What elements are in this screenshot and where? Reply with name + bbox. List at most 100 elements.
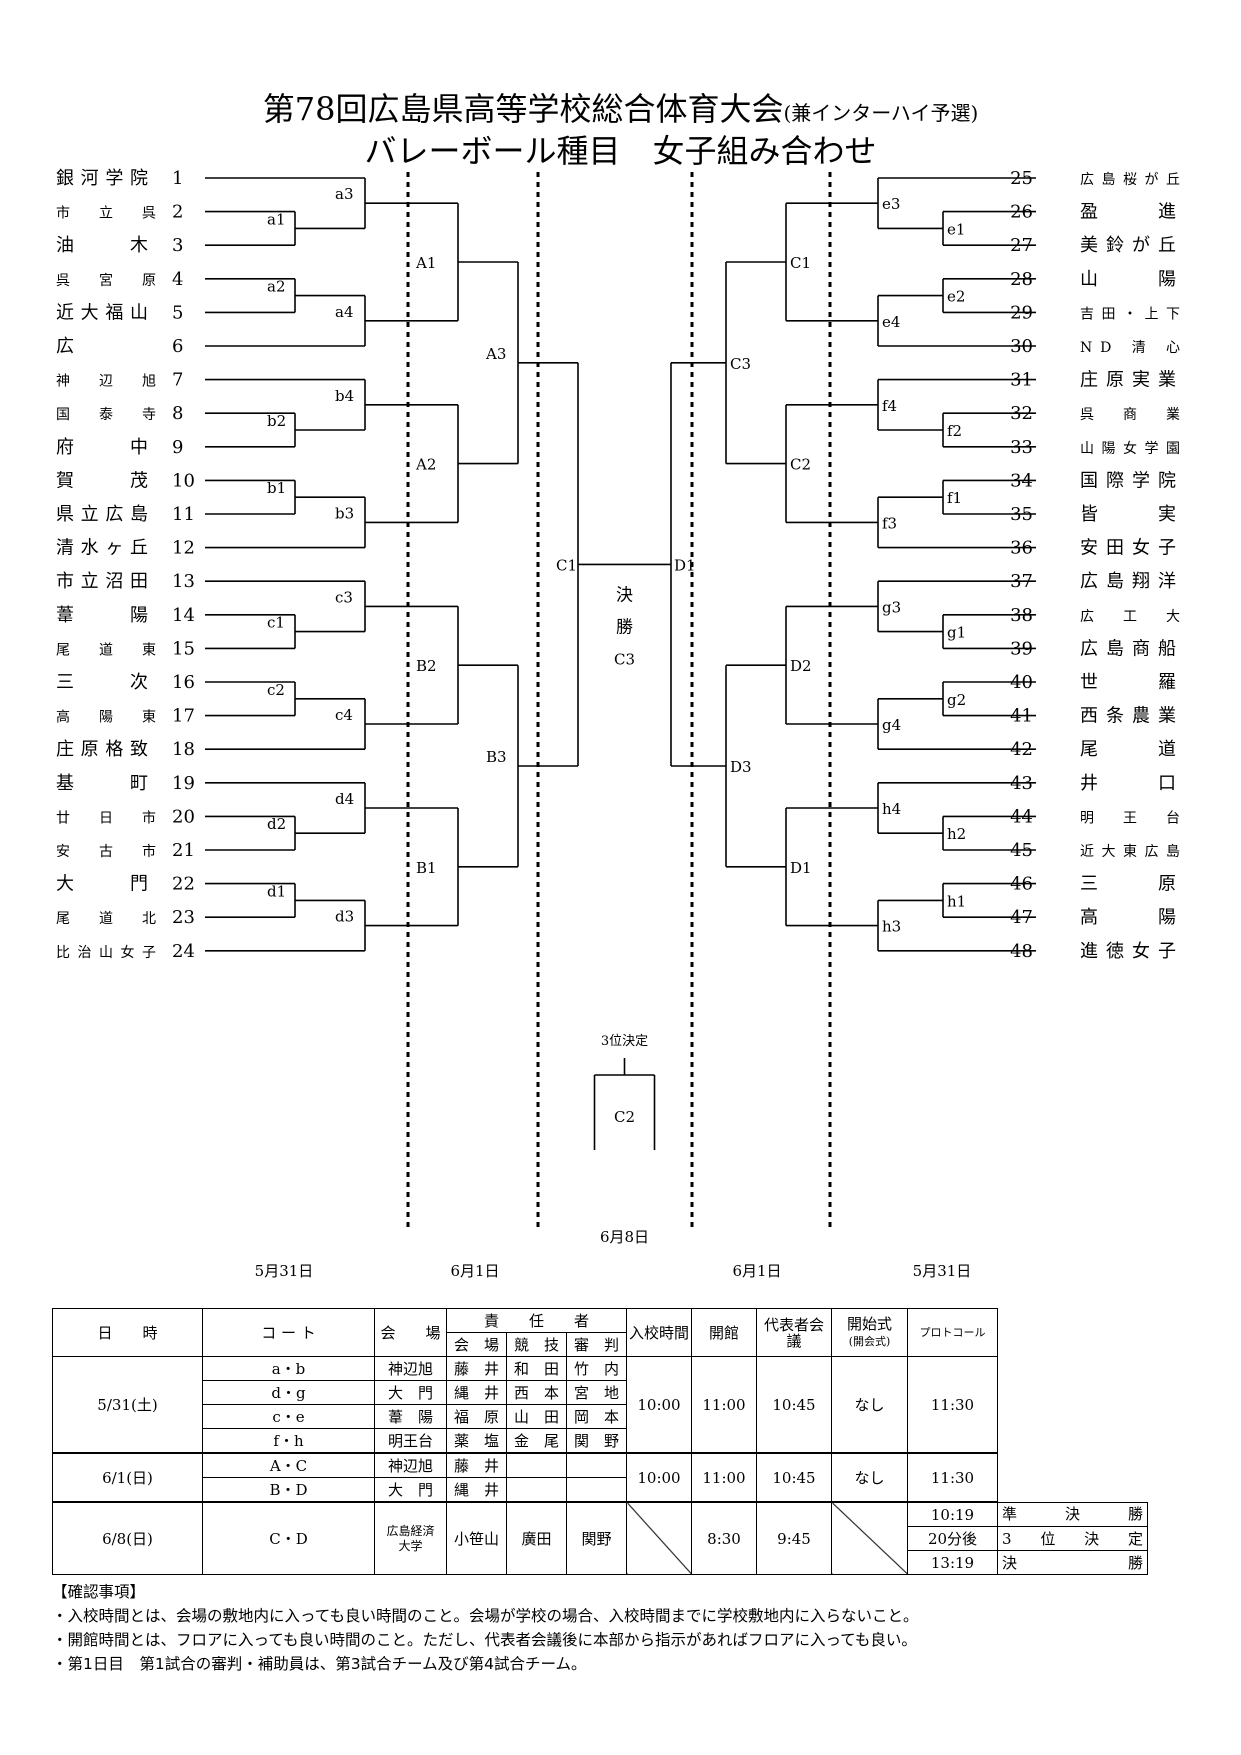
day3-court: C・D: [202, 1501, 375, 1575]
blank-cell: [998, 1309, 1148, 1357]
team-name: 国 泰 寺: [56, 407, 156, 423]
day1-resp-venue: 藤 井: [446, 1356, 507, 1381]
team-name: 広島翔洋: [1080, 571, 1176, 592]
day3-date: 6/8(日): [52, 1501, 203, 1575]
team-name: 賀 茂: [56, 470, 148, 491]
day3-entry-blank: [626, 1501, 692, 1575]
team-number: 27: [1010, 235, 1033, 256]
team-number: 12: [172, 538, 195, 559]
ceremony-label: 開始式: [846, 1314, 892, 1333]
team-number: 28: [1010, 269, 1033, 290]
team-number: 16: [172, 672, 195, 693]
day3-ceremony-blank: [831, 1501, 908, 1575]
day1-court: c・e: [202, 1404, 375, 1429]
team-name: 安田女子: [1080, 538, 1176, 559]
page-subtitle: バレーボール種目 女子組み合わせ: [364, 132, 877, 170]
day3-time: 20分後: [907, 1526, 998, 1551]
match-label: e3: [882, 195, 900, 213]
notes-heading: 【確認事項】: [52, 1583, 146, 1601]
header-protocol: プロトコール: [907, 1308, 998, 1357]
day1-resp-ref: 関 野: [566, 1428, 627, 1454]
team-number: 35: [1010, 504, 1033, 525]
table-row: 5/31(土) a・b 神辺旭 藤 井 和 田 竹 内 10:00 11:00 …: [52, 1356, 1148, 1454]
team-name: 比治山女子: [56, 944, 156, 961]
notes: 【確認事項】 ・入校時間とは、会場の敷地内に入っても良い時間のこと。会場が学校の…: [52, 1580, 918, 1676]
team-number: 29: [1010, 302, 1033, 323]
team-name: 庄原実業: [1080, 370, 1176, 391]
team-name: 呉 商 業: [1080, 407, 1180, 423]
table-row: 20分後 3 位 決 定: [53, 1526, 1148, 1551]
team-number: 8: [172, 403, 183, 424]
team-number: 19: [172, 773, 195, 794]
match-label: B1: [416, 859, 437, 877]
match-label: B3: [486, 748, 507, 766]
header-resp-tech: 競 技: [506, 1332, 567, 1357]
team-name: 高 陽: [1080, 907, 1176, 928]
title-sub: (兼インターハイ予選): [783, 101, 979, 125]
note-item: ・第1日目 第1試合の審判・補助員は、第3試合チーム及び第4試合チーム。: [52, 1655, 587, 1673]
team-name: 呉 宮 原: [56, 273, 156, 289]
third-place-court: C2: [614, 1108, 635, 1126]
match-label: c3: [335, 588, 353, 606]
team-name: 尾 道: [1080, 739, 1176, 760]
day3-event: 準 決 勝: [997, 1501, 1148, 1527]
team-number: 31: [1010, 370, 1033, 391]
match-label: e1: [947, 220, 965, 238]
day3-time: 10:19: [907, 1501, 998, 1527]
day2-court: B・D: [202, 1477, 375, 1503]
team-name: 尾 道 北: [56, 911, 156, 927]
third-place-label: 3位決定: [601, 1034, 648, 1049]
day1-resp-ref: 竹 内: [566, 1356, 627, 1381]
note-item: ・開館時間とは、フロアに入っても良い時間のこと。ただし、代表者会議後に本部から指…: [52, 1631, 917, 1649]
header-venue: 会 場: [374, 1308, 447, 1357]
header-ceremony: 開始式(開会式): [831, 1308, 908, 1357]
day2-date: 6/1(日): [52, 1452, 203, 1503]
table-row: 6/8(日) C・D 広島経済大学 小笹山 廣田 関野 8:30 9:45 10…: [52, 1501, 1148, 1575]
match-label: D1: [790, 859, 812, 877]
team-number: 33: [1010, 437, 1033, 458]
table-row: f・h 明王台 薬 塩 金 尾 関 野: [53, 1428, 1148, 1454]
match-label: b1: [267, 479, 286, 497]
day1-court: a・b: [202, 1356, 375, 1381]
match-label: a4: [335, 303, 354, 321]
team-number: 23: [172, 907, 195, 928]
team-number: 32: [1010, 403, 1033, 424]
schedule-table: 日 時 コ ー ト 会 場 責 任 者 入校時間 開館 代表者会 議 開始式(開…: [52, 1308, 1148, 1575]
team-name: 盈 進: [1080, 202, 1176, 223]
header-rep: 代表者会 議: [756, 1308, 839, 1357]
day1-resp-venue: 福 原: [446, 1404, 507, 1429]
header-resp-ref: 審 判: [566, 1332, 627, 1357]
day1-rep: 10:45: [756, 1356, 832, 1454]
day1-resp-venue: 薬 塩: [446, 1428, 507, 1454]
team-number: 17: [172, 706, 195, 727]
team-name: 広: [56, 336, 74, 357]
team-name: 美鈴が丘: [1080, 235, 1176, 256]
match-label: b4: [335, 387, 354, 405]
match-label: b3: [335, 504, 354, 522]
team-number: 44: [1010, 806, 1033, 827]
team-name: 吉田・上下: [1080, 306, 1180, 322]
match-label: h1: [947, 892, 966, 910]
match-label: C1: [556, 556, 577, 574]
team-number: 42: [1010, 739, 1033, 760]
day2-venue: 神辺旭: [374, 1452, 447, 1478]
day1-protocol: 11:30: [907, 1356, 998, 1454]
team-name: 清水ヶ丘: [56, 538, 148, 559]
day1-venue: 葦 陽: [374, 1404, 447, 1429]
team-name: 世 羅: [1080, 672, 1176, 693]
match-label: C2: [790, 456, 811, 474]
team-number: 20: [172, 806, 195, 827]
day1-resp-ref: 宮 地: [566, 1380, 627, 1405]
team-name: 基 町: [56, 773, 148, 794]
day3-time: 13:19: [907, 1550, 998, 1575]
day3-resp-ref: 関野: [566, 1501, 627, 1575]
team-number: 45: [1010, 840, 1033, 861]
team-name: 尾 道 東: [56, 642, 156, 658]
match-label: f1: [947, 489, 962, 507]
table-row: B・D 大 門 縄 井: [53, 1477, 1148, 1503]
team-name: 国際学院: [1080, 470, 1176, 491]
team-number: 48: [1010, 941, 1033, 962]
match-label: g3: [882, 598, 901, 616]
team-name: 近大東広島: [1080, 844, 1180, 860]
table-row: 6/1(日) A・C 神辺旭 藤 井 10:00 11:00 10:45 なし …: [52, 1452, 1148, 1503]
